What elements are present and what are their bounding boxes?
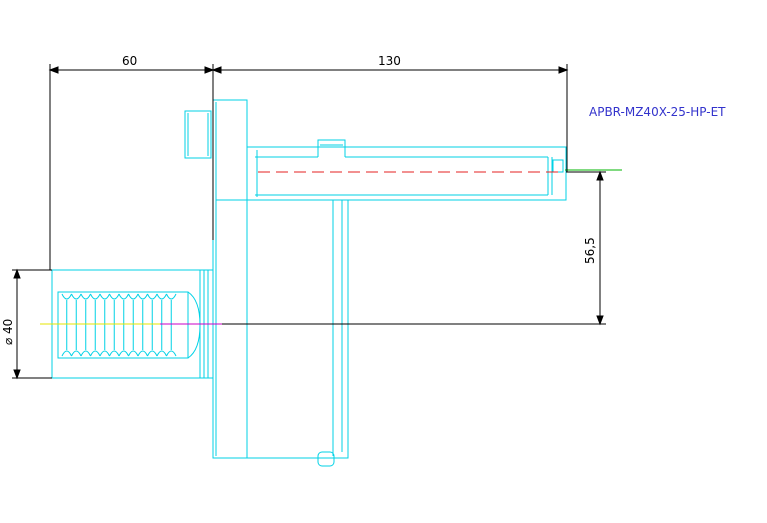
thread-crest xyxy=(137,293,148,357)
dim-width-left: 60 xyxy=(122,54,137,68)
lower-body xyxy=(216,199,349,459)
dimension-lines xyxy=(12,64,606,380)
thread-crest xyxy=(90,293,101,357)
thread-crest xyxy=(166,293,177,357)
dim-height-offset: 56,5 xyxy=(583,237,597,264)
thread-crest xyxy=(61,293,72,357)
tool-arm xyxy=(246,146,567,201)
thread-crest xyxy=(147,293,158,357)
main-plate xyxy=(212,99,248,459)
thread-crest xyxy=(99,293,110,357)
center-lines xyxy=(40,169,622,325)
dim-width-right: 130 xyxy=(378,54,401,68)
thread-crest xyxy=(128,293,139,357)
thread-crest xyxy=(80,293,91,357)
thread-crest xyxy=(118,293,129,357)
thread-crest xyxy=(109,293,120,357)
dim-diameter: ⌀ 40 xyxy=(1,319,15,345)
part-outline xyxy=(51,99,567,467)
thread-crest xyxy=(71,293,82,357)
thread-crest xyxy=(156,293,167,357)
thread-pattern xyxy=(61,293,177,357)
clamp-block xyxy=(184,110,212,159)
part-label: APBR-MZ40X-25-HP-ET xyxy=(589,105,726,119)
